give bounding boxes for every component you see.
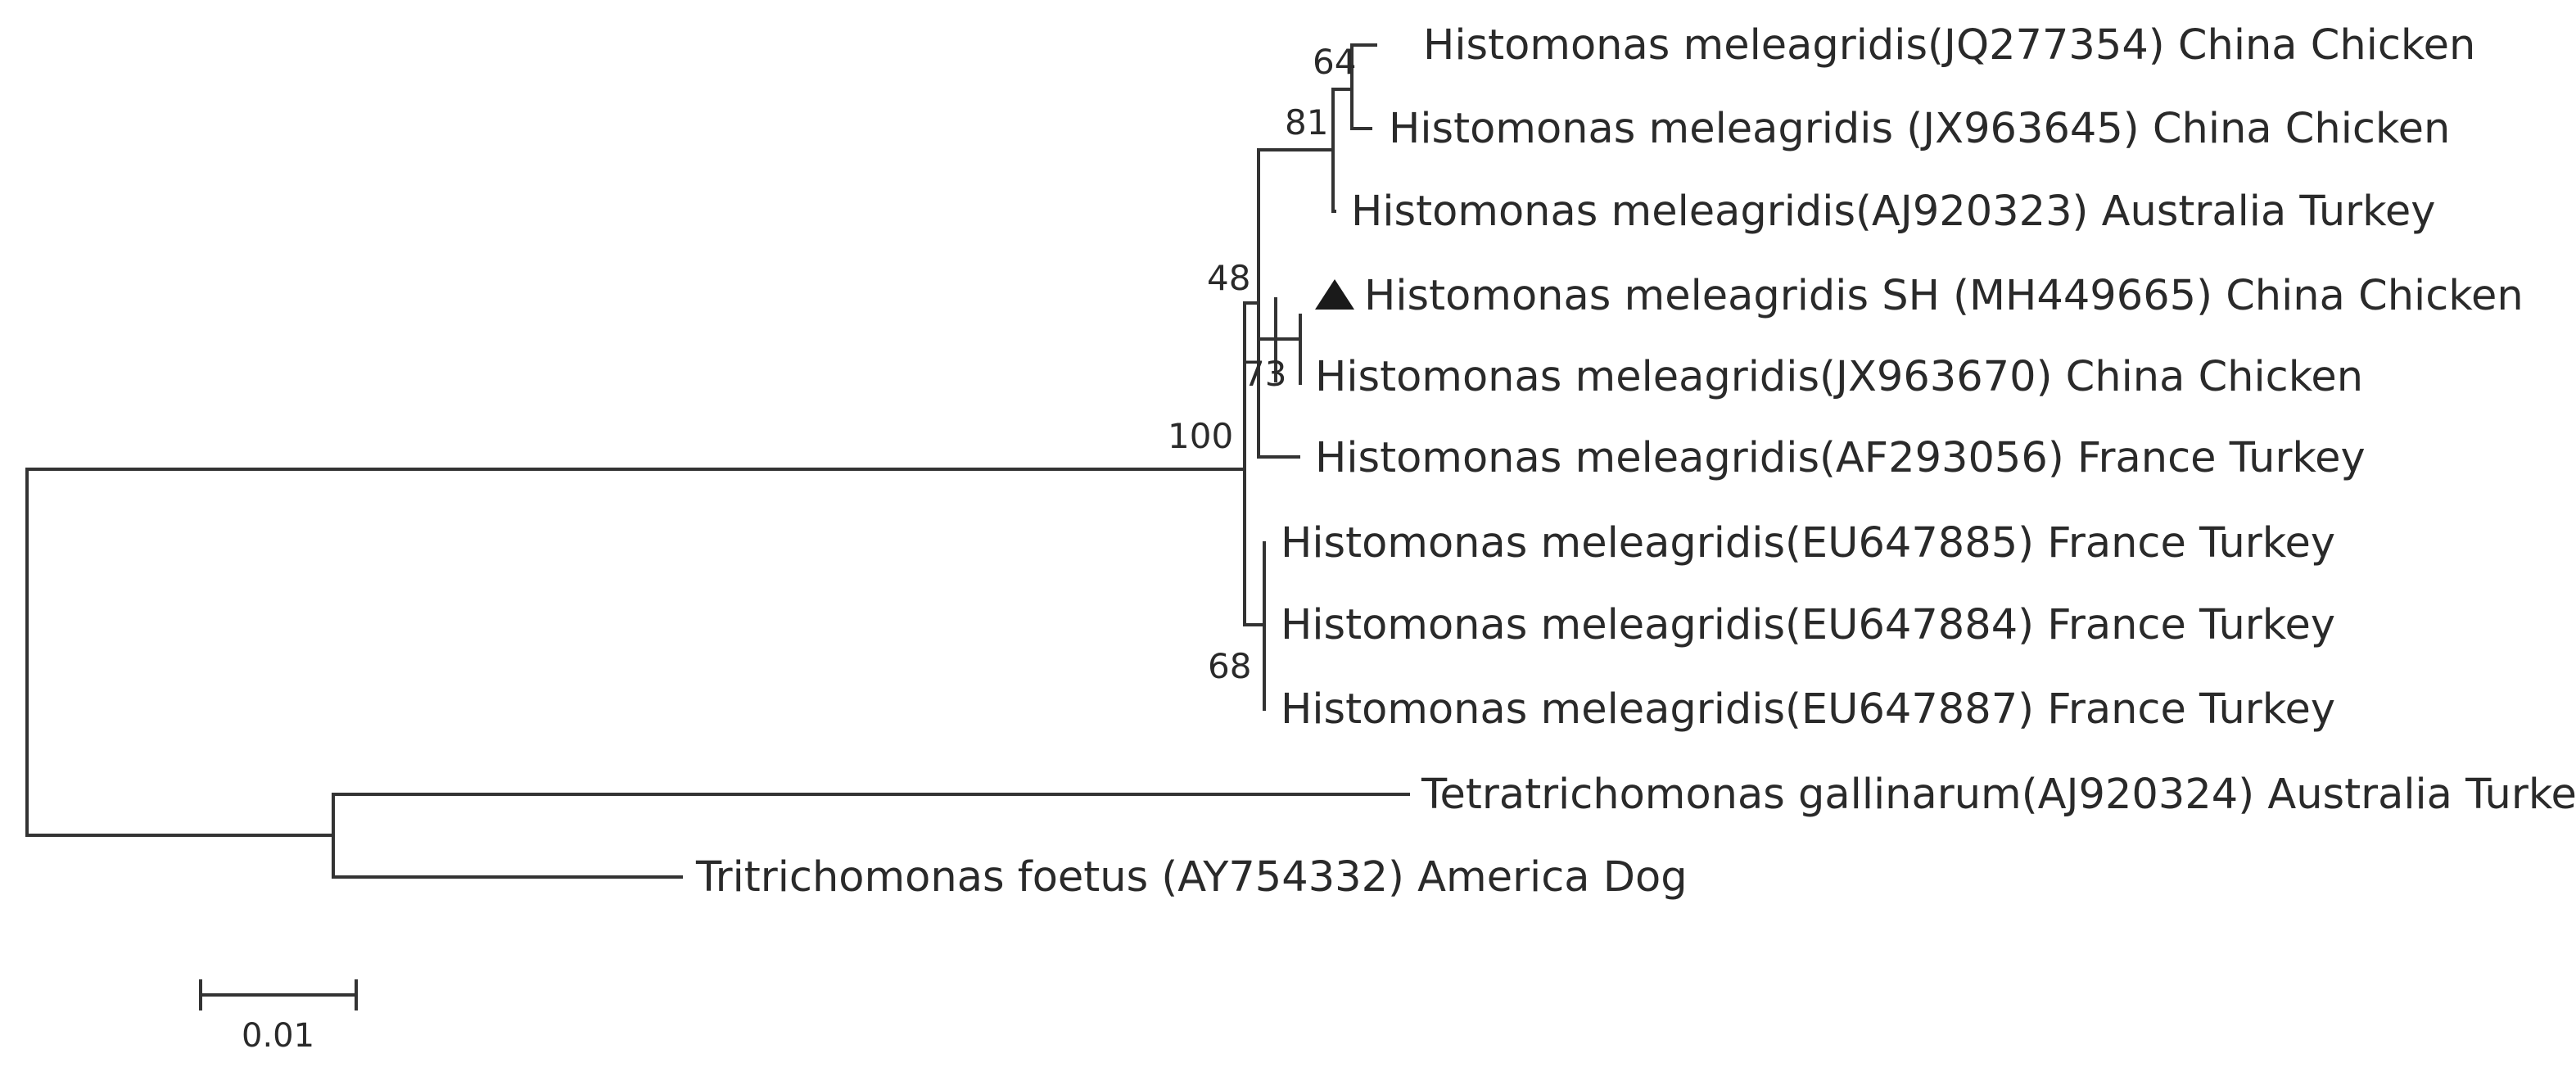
bootstrap-values: 64 81 48 73 100 68 (1168, 42, 1356, 686)
taxon-label-eu647887: Histomonas meleagridis(EU647887) France … (1281, 685, 2335, 734)
taxon-label-jx963645: Histomonas meleagridis (JX963645) China … (1389, 105, 2450, 153)
taxon-label-jx963670: Histomonas meleagridis(JX963670) China C… (1315, 353, 2363, 401)
triangle-marker-icon (1315, 279, 1354, 310)
bootstrap-68: 68 (1208, 646, 1251, 686)
tree-branches (25, 43, 1410, 879)
taxon-label-mh449665: Histomonas meleagridis SH (MH449665) Chi… (1364, 272, 2524, 320)
bootstrap-100: 100 (1168, 416, 1233, 456)
scale-bar-label: 0.01 (242, 1017, 314, 1055)
taxon-label-af293056: Histomonas meleagridis(AF293056) France … (1315, 434, 2366, 482)
taxon-labels: Histomonas meleagridis(JQ277354) China C… (695, 21, 2576, 902)
taxon-label-ay754332: Tritrichomonas foetus (AY754332) America… (695, 853, 1688, 902)
bootstrap-81: 81 (1285, 102, 1328, 142)
taxon-label-eu647884: Histomonas meleagridis(EU647884) France … (1281, 601, 2335, 649)
taxon-label-aj920324: Tetratrichomonas gallinarum(AJ920324) Au… (1421, 771, 2576, 819)
bootstrap-64: 64 (1313, 42, 1356, 82)
scale-bar: 0.01 (199, 979, 358, 1055)
bootstrap-73: 73 (1243, 354, 1286, 394)
taxon-label-eu647885: Histomonas meleagridis(EU647885) France … (1281, 519, 2335, 567)
bootstrap-48: 48 (1207, 258, 1250, 298)
taxon-label-aj920323: Histomonas meleagridis(AJ920323) Austral… (1351, 188, 2435, 236)
taxon-label-jq277354: Histomonas meleagridis(JQ277354) China C… (1423, 21, 2475, 70)
